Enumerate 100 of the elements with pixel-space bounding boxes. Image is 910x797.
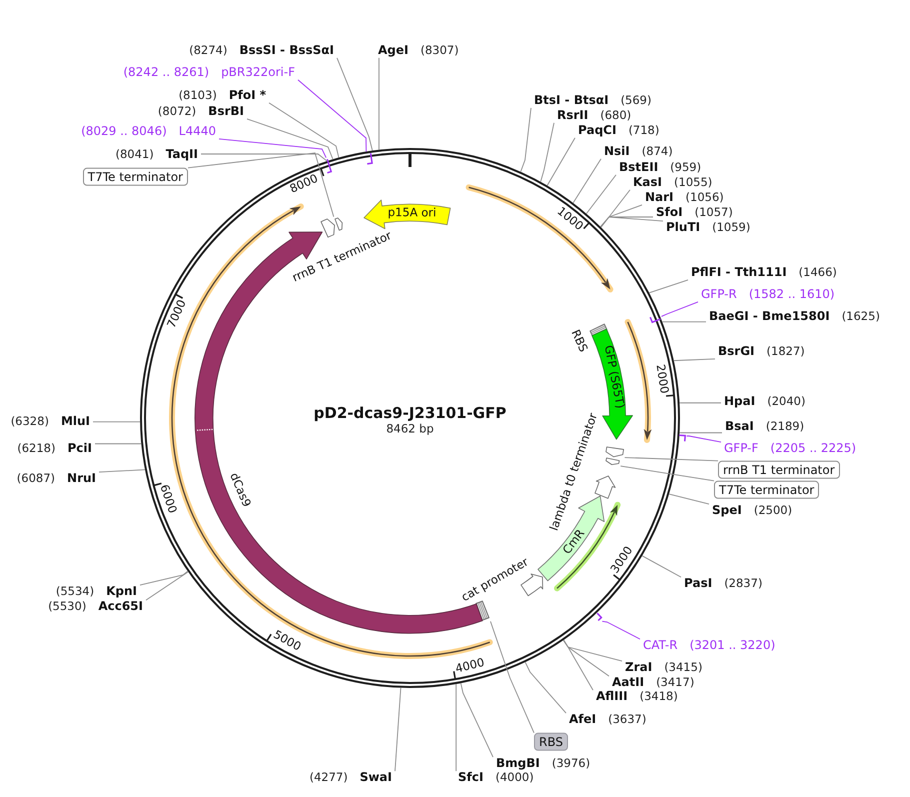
primer-name: GFP-F bbox=[724, 442, 758, 456]
enzyme-name: PaqCI bbox=[578, 124, 616, 138]
primer-position: (3201 .. 3220) bbox=[690, 639, 776, 653]
site-position: (680) bbox=[600, 109, 632, 122]
tick-label: 7000 bbox=[166, 298, 188, 330]
enzyme-name: PciI bbox=[68, 442, 92, 456]
site-position: (8072) bbox=[158, 105, 196, 118]
leader-line bbox=[602, 620, 640, 640]
leader-line bbox=[624, 457, 718, 462]
feature-callout: T7Te terminator bbox=[82, 168, 188, 186]
enzyme-name: SpeI bbox=[712, 504, 742, 518]
leader-line bbox=[520, 107, 532, 172]
site-position: (4277) bbox=[309, 771, 348, 784]
site-position: (3415) bbox=[664, 661, 702, 674]
leader-line bbox=[679, 402, 722, 404]
primer-position: (2205 .. 2225) bbox=[770, 442, 856, 456]
site-position: (2189) bbox=[766, 420, 804, 434]
leader-line bbox=[98, 469, 146, 473]
enzyme-name: MluI bbox=[60, 415, 90, 429]
enzyme-name: NruI bbox=[67, 472, 96, 486]
enzyme-name: KpnI bbox=[106, 585, 137, 599]
leader-line bbox=[218, 138, 327, 158]
site-position: (2837) bbox=[724, 577, 762, 590]
primer-name: pBR322ori-F bbox=[221, 66, 295, 80]
site-position: (2500) bbox=[754, 504, 792, 518]
feature-callout: RBS bbox=[534, 732, 568, 752]
leader-line bbox=[200, 154, 328, 162]
enzyme-name: PfoI * bbox=[228, 89, 266, 103]
leader-line bbox=[146, 571, 189, 601]
enzyme-name: AgeI bbox=[378, 44, 408, 58]
enzyme-name: PluTI bbox=[666, 221, 700, 235]
site-position: (2040) bbox=[767, 395, 806, 408]
site-position: (1057) bbox=[694, 206, 733, 220]
site-position: (8307) bbox=[420, 44, 459, 58]
site-position: (5530) bbox=[48, 600, 86, 614]
enzyme-name: BsrBI bbox=[208, 105, 244, 119]
site-position: (3637) bbox=[608, 713, 646, 726]
enzyme-name: AfeI bbox=[569, 713, 596, 727]
leader-line bbox=[540, 122, 554, 182]
enzyme-name: SwaI bbox=[360, 771, 392, 785]
enzyme-name: BsrGI bbox=[718, 345, 755, 359]
tick-label: 8000 bbox=[288, 172, 320, 195]
leader-line bbox=[600, 216, 664, 228]
enzyme-name: NarI bbox=[645, 191, 674, 205]
enzyme-name: BsaI bbox=[725, 420, 754, 434]
leader-line bbox=[586, 174, 616, 214]
feature-glyph bbox=[334, 216, 343, 231]
site-position: (1055) bbox=[674, 176, 712, 190]
leader-line bbox=[600, 216, 654, 228]
leader-line bbox=[336, 57, 373, 152]
site-position: (718) bbox=[628, 124, 660, 138]
leader-line bbox=[563, 639, 622, 662]
tick-label: 6000 bbox=[158, 483, 178, 515]
enzyme-name: AflIII bbox=[596, 690, 628, 704]
feature-glyph bbox=[594, 474, 617, 500]
feature-label: RBS bbox=[569, 328, 589, 354]
enzyme-name: BtsI - BtsαI bbox=[534, 94, 609, 108]
feature-glyph bbox=[605, 446, 625, 458]
enzyme-name: BmgBI bbox=[496, 757, 540, 771]
leader-line bbox=[140, 570, 188, 586]
plasmid-length: 8462 bp bbox=[386, 422, 434, 436]
leader-line bbox=[661, 301, 698, 317]
site-position: (1466) bbox=[798, 266, 837, 280]
leader-line bbox=[94, 443, 142, 444]
site-position: (6087) bbox=[16, 472, 56, 486]
leader-line bbox=[298, 79, 367, 152]
site-position: (569) bbox=[620, 94, 652, 108]
enzyme-name: Acc65I bbox=[98, 600, 143, 614]
enzyme-name: RsrII bbox=[557, 109, 588, 123]
leader-line bbox=[562, 640, 594, 691]
primer-position: (8242 .. 8261) bbox=[123, 66, 210, 80]
site-position: (8274) bbox=[189, 44, 228, 58]
enzyme-name: TaqII bbox=[166, 148, 198, 162]
site-position: (1827) bbox=[766, 345, 805, 358]
site-position: (4000) bbox=[495, 771, 534, 784]
enzyme-name: BaeGI - Bme1580I bbox=[709, 310, 830, 324]
tick-label: 4000 bbox=[454, 656, 486, 675]
leader-line bbox=[648, 279, 688, 294]
enzyme-name: HpaI bbox=[724, 395, 756, 409]
site-position: (1059) bbox=[712, 221, 750, 234]
site-position: (5534) bbox=[56, 585, 94, 598]
site-position: (8041) bbox=[115, 148, 154, 162]
enzyme-name: BstEII bbox=[619, 161, 658, 175]
leader-line bbox=[686, 436, 722, 443]
plasmid-name: pD2-dcas9-J23101-GFP bbox=[314, 404, 506, 422]
feature-callout: T7Te terminator bbox=[714, 480, 820, 500]
leader-line bbox=[268, 102, 340, 158]
primer-mark bbox=[648, 316, 662, 324]
leader-line bbox=[460, 682, 494, 758]
feature-label: p15A ori bbox=[388, 206, 436, 218]
feature-glyph bbox=[320, 218, 336, 238]
leader-line bbox=[668, 494, 710, 505]
leader-line bbox=[524, 662, 566, 714]
leader-line bbox=[673, 358, 716, 362]
feature-glyph bbox=[605, 457, 621, 466]
leader-line bbox=[456, 684, 457, 772]
feature-callout: rrnB T1 terminator bbox=[718, 460, 840, 480]
enzyme-name: PflFI - Tth111I bbox=[691, 266, 787, 280]
site-position: (1056) bbox=[686, 191, 724, 204]
enzyme-name: SfoI bbox=[656, 206, 683, 220]
